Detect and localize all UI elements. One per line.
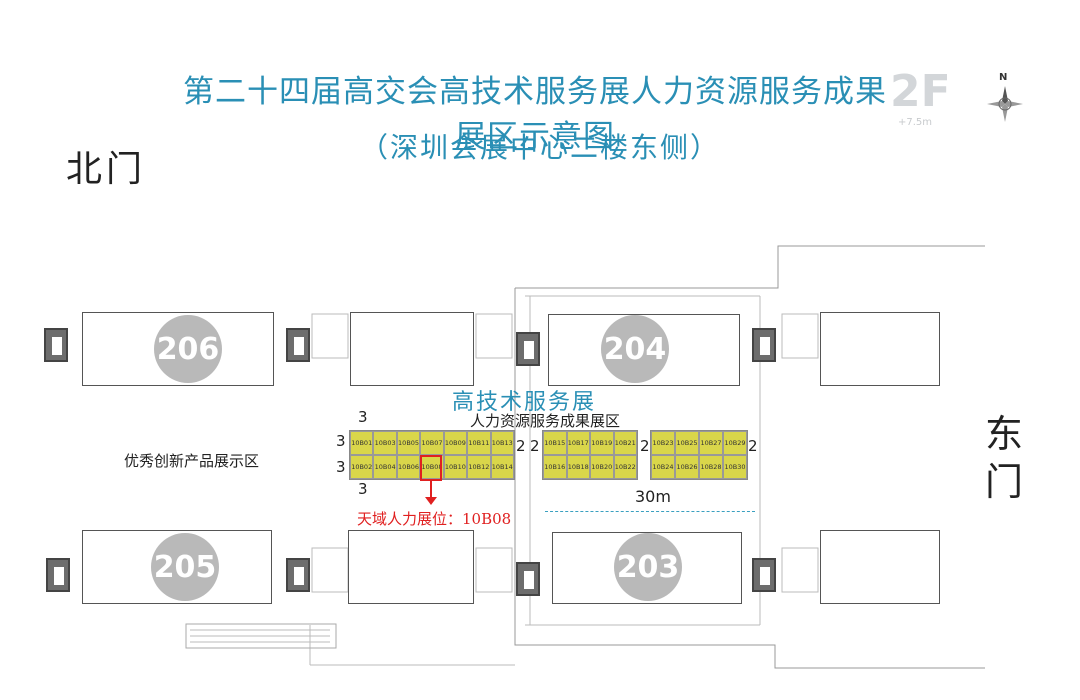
aisle-width-label: 2 [748, 437, 758, 455]
booth[interactable]: 10B30 [723, 455, 747, 479]
north-gate-label: 北门 [66, 149, 147, 190]
hall-north-east [820, 312, 940, 386]
aisle-width-label: 3 [358, 408, 368, 426]
compass-north-label: N [999, 72, 1008, 83]
booth-block-3: 10B23 10B25 10B27 10B29 10B24 10B26 10B2… [650, 430, 748, 480]
innovation-area-label: 优秀创新产品展示区 [124, 452, 260, 470]
booth[interactable]: 10B07 [420, 431, 444, 455]
booth[interactable]: 10B25 [675, 431, 699, 455]
booth[interactable]: 10B02 [350, 455, 374, 479]
hall-206-badge: 206 [154, 315, 222, 383]
booth[interactable]: 10B24 [651, 455, 675, 479]
booth[interactable]: 10B15 [543, 431, 567, 455]
booth[interactable]: 10B16 [543, 455, 567, 479]
stair-icon [46, 558, 70, 592]
booth[interactable]: 10B05 [396, 431, 421, 455]
booth[interactable]: 10B23 [651, 431, 675, 455]
stair-icon [752, 558, 776, 592]
elevation-label: +7.5m [898, 117, 933, 128]
stair-icon [44, 328, 68, 362]
booth[interactable]: 10B21 [613, 431, 637, 455]
aisle-width-label: 3 [358, 480, 368, 498]
booth[interactable]: 10B14 [490, 455, 514, 479]
distance-label: 30m [635, 487, 671, 506]
east-gate-label: 东门 [985, 412, 1024, 504]
stair-icon [286, 558, 310, 592]
booth[interactable]: 10B09 [443, 431, 468, 455]
booth[interactable]: 10B13 [490, 431, 514, 455]
aisle-width-label: 3 [336, 458, 346, 476]
aisle-width-label: 2 [516, 437, 526, 455]
booth[interactable]: 10B19 [590, 431, 614, 455]
booth[interactable]: 10B22 [613, 455, 637, 479]
stair-icon [516, 332, 540, 366]
booth[interactable]: 10B20 [590, 455, 614, 479]
aisle-width-label: 2 [530, 437, 540, 455]
booth[interactable]: 10B29 [723, 431, 747, 455]
hall-204-badge: 204 [601, 315, 669, 383]
hall-south-middle [348, 530, 474, 604]
booth[interactable]: 10B01 [350, 431, 374, 455]
booth[interactable]: 10B26 [675, 455, 699, 479]
booth-block-2: 10B15 10B17 10B19 10B21 10B16 10B18 10B2… [542, 430, 638, 480]
zone-title: 高技术服务展 [452, 390, 597, 415]
booth[interactable]: 10B18 [566, 455, 590, 479]
hall-north-middle [350, 312, 474, 386]
highlighted-booth-marker [420, 455, 442, 481]
booth[interactable]: 10B12 [467, 455, 491, 479]
hall-south-east [820, 530, 940, 604]
hall-205-badge: 205 [151, 533, 219, 601]
booth[interactable]: 10B11 [467, 431, 491, 455]
aisle-width-label: 3 [336, 432, 346, 450]
map-title: 第二十四届高交会高技术服务展人力资源服务成果展区示意图 [183, 74, 887, 155]
booth[interactable]: 10B10 [443, 455, 468, 479]
booth[interactable]: 10B04 [373, 455, 397, 479]
floor-badge: 2F [890, 66, 951, 117]
stair-icon [752, 328, 776, 362]
aisle-width-label: 2 [640, 437, 650, 455]
booth[interactable]: 10B28 [699, 455, 723, 479]
highlight-booth-label: 天域人力展位：10B08 [357, 510, 512, 528]
pointer-arrowhead-icon [425, 497, 437, 505]
hall-203-badge: 203 [614, 533, 682, 601]
pointer-arrow-icon [430, 481, 432, 499]
compass: N [985, 72, 1025, 128]
zone-subtitle: 人力资源服务成果展区 [470, 412, 621, 430]
stair-icon [516, 562, 540, 596]
stair-icon [286, 328, 310, 362]
booth[interactable]: 10B27 [699, 431, 723, 455]
compass-rose-icon [987, 86, 1023, 122]
booth[interactable]: 10B03 [373, 431, 397, 455]
booth[interactable]: 10B17 [566, 431, 590, 455]
booth[interactable]: 10B06 [396, 455, 421, 479]
distance-line [545, 511, 755, 512]
map-subtitle: （深圳会展中心二楼东侧） [359, 131, 720, 164]
